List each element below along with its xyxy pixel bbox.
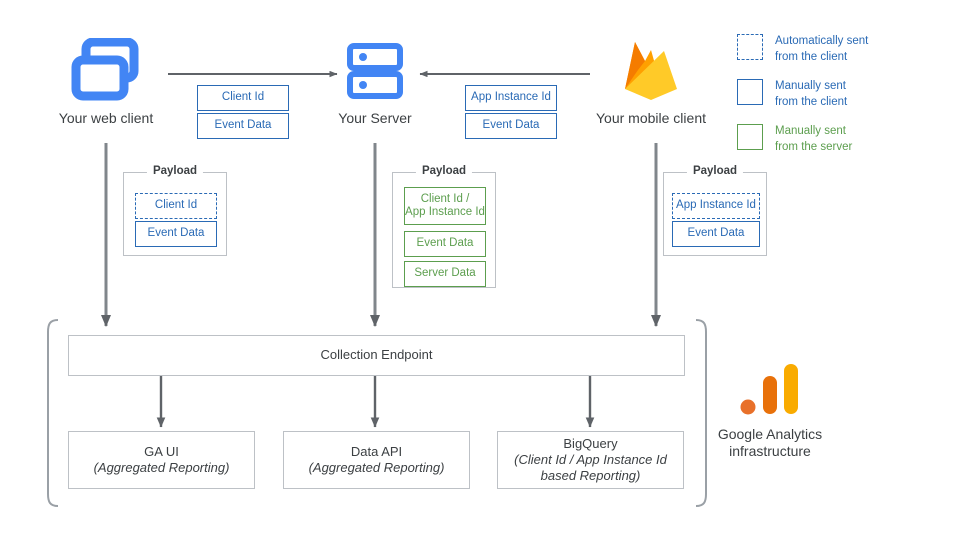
web-client-node[interactable] bbox=[46, 38, 166, 102]
server-payload-box: Payload Client Id / App Instance Id Even… bbox=[392, 165, 496, 288]
bracket-right bbox=[695, 319, 707, 507]
legend-label-manual-client-line1: Manually sent bbox=[775, 80, 846, 93]
bracket-left bbox=[47, 319, 59, 507]
output-subtitle-ga-ui: (Aggregated Reporting) bbox=[93, 460, 230, 475]
output-title-data-api: Data API bbox=[350, 443, 403, 459]
transit-chip-client-id: Client Id bbox=[197, 85, 289, 111]
google-analytics-logo bbox=[740, 364, 798, 415]
output-title-bigquery: BigQuery bbox=[563, 435, 618, 451]
google-analytics-infrastructure: Google Analytics infrastructure bbox=[700, 362, 840, 460]
output-title-ga-ui: GA UI bbox=[144, 443, 179, 459]
server-payload-chip-event-data: Event Data bbox=[404, 231, 486, 257]
output-subtitle-data-api: (Aggregated Reporting) bbox=[308, 460, 445, 475]
ga-infra-line1: Google Analytics bbox=[717, 426, 823, 442]
collection-endpoint-box[interactable]: Collection Endpoint bbox=[68, 335, 685, 376]
mobile-client-node[interactable] bbox=[618, 36, 684, 104]
collection-endpoint-label: Collection Endpoint bbox=[320, 347, 433, 363]
mobile-payload-chip-app-instance-id: App Instance Id bbox=[672, 193, 760, 219]
mobile-client-label: Your mobile client bbox=[596, 110, 706, 126]
legend: Automatically sent from the client Manua… bbox=[737, 34, 957, 155]
mobile-payload-box: Payload App Instance Id Event Data bbox=[663, 165, 767, 256]
legend-swatch-dashed-blue bbox=[737, 34, 763, 60]
legend-label-auto-client-line2: from the client bbox=[775, 50, 848, 63]
legend-swatch-solid-blue bbox=[737, 79, 763, 106]
server-node[interactable] bbox=[345, 42, 405, 102]
server-payload-chip-ids: Client Id / App Instance Id bbox=[404, 187, 486, 225]
ga-infra-line2: infrastructure bbox=[729, 442, 811, 459]
server-rack-icon bbox=[347, 43, 403, 99]
transit-chip-event-data: Event Data bbox=[197, 113, 289, 139]
output-box-data-api[interactable]: Data API (Aggregated Reporting) bbox=[283, 431, 470, 489]
server-payload-legend: Payload bbox=[415, 165, 473, 177]
browser-windows-icon bbox=[71, 38, 139, 101]
output-box-ga-ui[interactable]: GA UI (Aggregated Reporting) bbox=[68, 431, 255, 489]
web-payload-chip-client-id: Client Id bbox=[135, 193, 217, 219]
web-payload-chip-event-data: Event Data bbox=[135, 221, 217, 247]
transit-chip-event-data-mobile: Event Data bbox=[465, 113, 557, 139]
output-box-bigquery[interactable]: BigQuery (Client Id / App Instance Id ba… bbox=[497, 431, 684, 489]
web-client-label: Your web client bbox=[58, 110, 154, 126]
legend-item-manual-client: Manually sent from the client bbox=[737, 79, 957, 110]
legend-label-manual-server-line2: from the server bbox=[775, 140, 853, 153]
mobile-payload-chip-event-data: Event Data bbox=[672, 221, 760, 247]
legend-item-auto-client: Automatically sent from the client bbox=[737, 34, 957, 65]
firebase-flame-icon bbox=[625, 42, 677, 100]
legend-label-auto-client-line1: Automatically sent bbox=[775, 35, 869, 47]
legend-item-manual-server: Manually sent from the server bbox=[737, 124, 957, 155]
legend-label-manual-client-line2: from the client bbox=[775, 95, 848, 108]
web-payload-box: Payload Client Id Event Data bbox=[123, 165, 227, 256]
web-payload-legend: Payload bbox=[146, 165, 204, 177]
output-subtitle-bigquery: (Client Id / App Instance Id based Repor… bbox=[514, 451, 667, 484]
server-label: Your Server bbox=[338, 110, 412, 126]
mobile-payload-legend: Payload bbox=[686, 165, 744, 177]
legend-swatch-solid-green bbox=[737, 124, 763, 151]
server-payload-chip-server-data: Server Data bbox=[404, 261, 486, 287]
transit-chip-app-instance-id: App Instance Id bbox=[465, 85, 557, 111]
legend-label-manual-server-line1: Manually sent bbox=[775, 125, 846, 138]
